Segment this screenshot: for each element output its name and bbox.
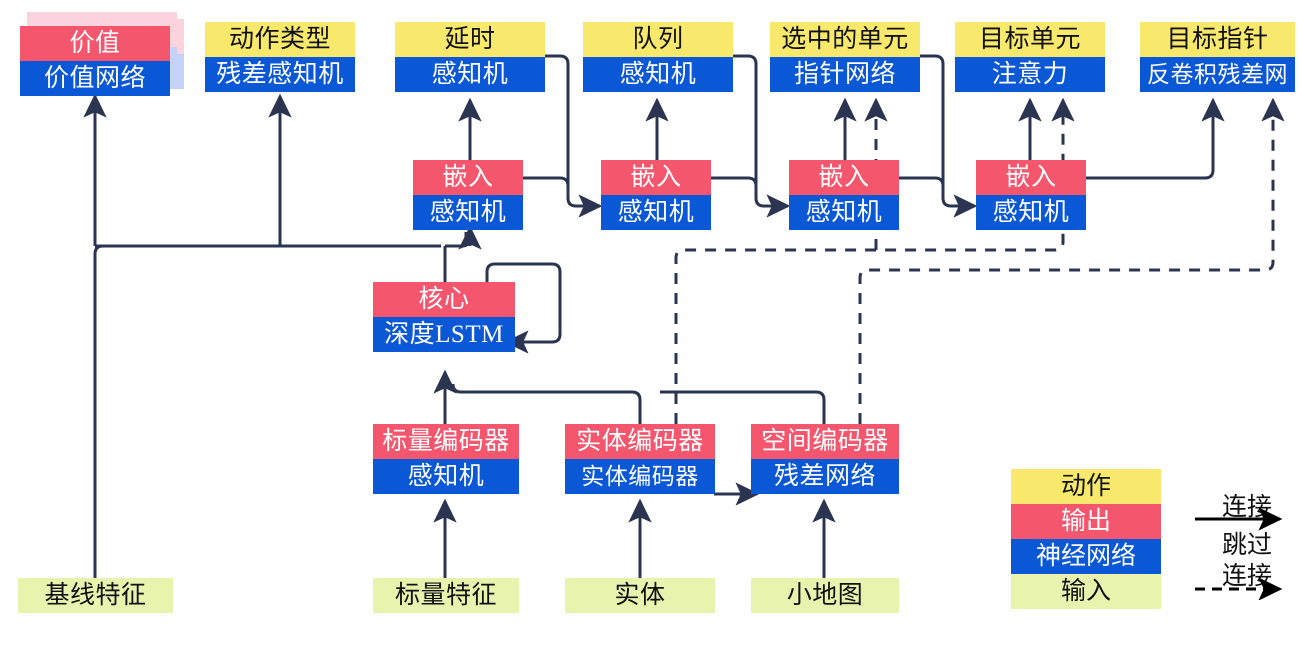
node-embed-3[interactable]: 嵌入 感知机 <box>789 160 899 230</box>
node-target-unit-top: 目标单元 <box>955 22 1105 57</box>
node-target-pointer[interactable]: 目标指针 反卷积残差网 <box>1140 22 1295 92</box>
node-action-type-bottom: 残差感知机 <box>205 57 355 92</box>
legend-swatch-input: 输入 <box>1011 574 1161 609</box>
legend-arrows <box>1195 507 1283 600</box>
node-queue-top: 队列 <box>583 22 733 57</box>
node-embed-2-bottom: 感知机 <box>601 195 711 230</box>
node-entity-encoder-top: 实体编码器 <box>565 424 715 459</box>
node-action-type-top: 动作类型 <box>205 22 355 57</box>
node-minimap-label: 小地图 <box>751 578 899 613</box>
node-target-pointer-bottom: 反卷积残差网 <box>1140 57 1295 92</box>
node-scalar-encoder[interactable]: 标量编码器 感知机 <box>373 424 519 494</box>
node-target-pointer-top: 目标指针 <box>1140 22 1295 57</box>
node-entities[interactable]: 实体 <box>565 578 715 613</box>
node-scalar-encoder-top: 标量编码器 <box>373 424 519 459</box>
node-embed-3-top: 嵌入 <box>789 160 899 195</box>
node-embed-1-top: 嵌入 <box>413 160 523 195</box>
node-core-top: 核心 <box>373 282 515 317</box>
node-entities-label: 实体 <box>565 578 715 613</box>
legend-swatch-output: 输出 <box>1011 504 1161 539</box>
node-selected-units[interactable]: 选中的单元 指针网络 <box>770 22 920 92</box>
node-baseline-features-label: 基线特征 <box>18 578 173 613</box>
legend-skip-label-line1: 跳过 <box>1221 532 1272 559</box>
node-queue-bottom: 感知机 <box>583 57 733 92</box>
node-spatial-encoder[interactable]: 空间编码器 残差网络 <box>751 424 899 494</box>
node-embed-4[interactable]: 嵌入 感知机 <box>976 160 1086 230</box>
node-target-unit[interactable]: 目标单元 注意力 <box>955 22 1105 92</box>
node-core-bottom: 深度LSTM <box>373 317 515 352</box>
node-embed-4-bottom: 感知机 <box>976 195 1086 230</box>
node-core[interactable]: 核心 深度LSTM <box>373 282 515 352</box>
node-scalar-features-label: 标量特征 <box>373 578 519 613</box>
node-entity-encoder-bottom: 实体编码器 <box>565 459 715 494</box>
node-delay-top: 延时 <box>395 22 545 57</box>
node-delay-bottom: 感知机 <box>395 57 545 92</box>
node-embed-3-bottom: 感知机 <box>789 195 899 230</box>
node-embed-4-top: 嵌入 <box>976 160 1086 195</box>
node-spatial-encoder-top: 空间编码器 <box>751 424 899 459</box>
node-value-top: 价值 <box>20 26 170 61</box>
node-embed-1[interactable]: 嵌入 感知机 <box>413 160 523 230</box>
node-entity-encoder[interactable]: 实体编码器 实体编码器 <box>565 424 715 494</box>
legend-swatch-action: 动作 <box>1011 469 1161 504</box>
node-selected-units-bottom: 指针网络 <box>770 57 920 92</box>
node-scalar-features[interactable]: 标量特征 <box>373 578 519 613</box>
node-value[interactable]: 价值 价值网络 <box>20 26 170 96</box>
node-value-bottom: 价值网络 <box>20 61 170 96</box>
node-embed-1-bottom: 感知机 <box>413 195 523 230</box>
legend: 动作 输出 神经网络 输入 <box>1011 469 1161 609</box>
legend-swatch-network: 神经网络 <box>1011 539 1161 574</box>
node-embed-2[interactable]: 嵌入 感知机 <box>601 160 711 230</box>
node-baseline-features[interactable]: 基线特征 <box>18 578 173 613</box>
node-spatial-encoder-bottom: 残差网络 <box>751 459 899 494</box>
node-selected-units-top: 选中的单元 <box>770 22 920 57</box>
node-target-unit-bottom: 注意力 <box>955 57 1105 92</box>
node-queue[interactable]: 队列 感知机 <box>583 22 733 92</box>
node-scalar-encoder-bottom: 感知机 <box>373 459 519 494</box>
node-minimap[interactable]: 小地图 <box>751 578 899 613</box>
node-delay[interactable]: 延时 感知机 <box>395 22 545 92</box>
node-embed-2-top: 嵌入 <box>601 160 711 195</box>
node-action-type[interactable]: 动作类型 残差感知机 <box>205 22 355 92</box>
